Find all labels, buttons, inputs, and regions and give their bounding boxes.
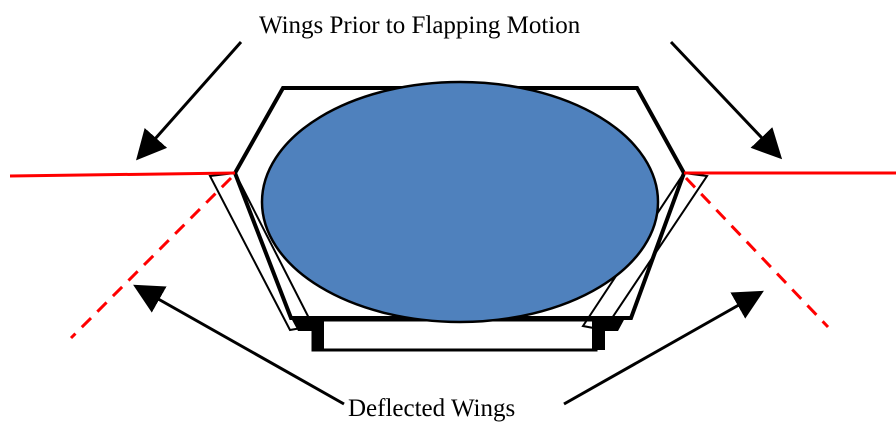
right-wing-deflected (684, 176, 830, 329)
left-wing-prior (9, 171, 236, 178)
arrow-to-right-wing-deflected (563, 290, 764, 406)
left-foot-bracket (291, 318, 324, 350)
left-wing-deflected (69, 176, 233, 340)
bottom-plate (311, 318, 598, 352)
central-body-ellipse (260, 80, 660, 324)
arrow-to-left-wing-deflected (133, 284, 345, 406)
deflected-wings-label: Deflected Wings (348, 395, 516, 422)
wings-prior-label: Wings Prior to Flapping Motion (259, 12, 581, 39)
right-foot-bracket (592, 318, 625, 350)
arrow-to-right-wing-prior (669, 40, 783, 160)
arrow-to-left-wing-prior (136, 41, 243, 161)
